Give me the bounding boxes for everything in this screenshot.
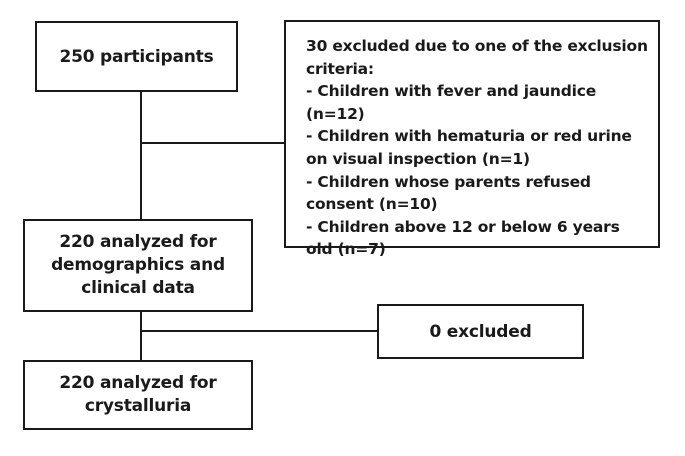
participants-box: 250 participants xyxy=(35,21,238,92)
criterion-refused-consent: - Children whose parents refused consent… xyxy=(306,172,591,214)
connector-participants-to-analyzed xyxy=(140,92,142,220)
connector-to-zero-excluded-box xyxy=(140,330,378,332)
connector-to-excluded-box xyxy=(140,142,285,144)
criterion-fever-jaundice: - Children with fever and jaundice (n=12… xyxy=(306,82,597,123)
analyzed-demographics-label: 220 analyzed for demographics and clinic… xyxy=(51,232,225,298)
participants-label: 250 participants xyxy=(59,46,214,67)
excluded-criteria-box: 30 excluded due to one of the exclusion … xyxy=(284,20,660,258)
excluded-heading: 30 excluded due to one of the exclusion … xyxy=(306,37,648,78)
analyzed-crystalluria-label: 220 analyzed for crystalluria xyxy=(59,373,217,416)
zero-excluded-label: 0 excluded xyxy=(429,321,532,342)
zero-excluded-box: 0 excluded xyxy=(377,304,584,359)
criterion-hematuria: - Children with hematuria or red urine o… xyxy=(306,127,632,168)
analyzed-crystalluria-box: 220 analyzed for crystalluria xyxy=(23,360,253,430)
analyzed-demographics-box: 220 analyzed for demographics and clinic… xyxy=(23,219,253,312)
connector-analyzed-to-crystalluria xyxy=(140,312,142,361)
exclusion-criteria-list: - Children with fever and jaundice (n=12… xyxy=(306,80,648,261)
criterion-age: - Children above 12 or below 6 years old… xyxy=(306,217,620,259)
